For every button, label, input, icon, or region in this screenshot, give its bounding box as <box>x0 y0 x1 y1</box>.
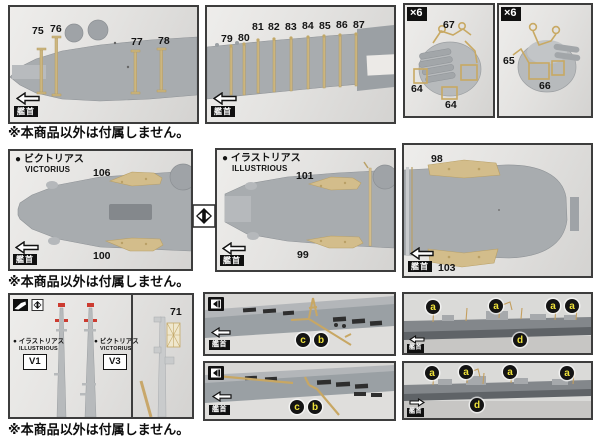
gun-photo <box>512 22 581 93</box>
bow-arrow-right-icon <box>409 398 425 407</box>
letter-circle-a: a <box>546 299 560 313</box>
part-label: 103 <box>438 262 456 274</box>
ship-name-en: ILLUSTRIOUS <box>19 346 58 352</box>
letter-circle-d: d <box>513 333 527 347</box>
panel-crane-lower: c b 艦首 <box>203 361 396 421</box>
sub-panel-divider <box>131 295 133 417</box>
ship-name-jp: ● イラストリアス <box>222 153 301 164</box>
stern-deck-photo <box>404 159 579 268</box>
ship-name-en: ILLUSTRIOUS <box>232 164 288 173</box>
part-label: 65 <box>503 55 515 67</box>
bow-arrow-left-icon <box>212 391 232 402</box>
bow-arrow-left-icon <box>410 247 434 260</box>
not-included-note: ※本商品以外は付属しません。 <box>8 125 190 140</box>
letter-circle-a: a <box>489 299 503 313</box>
part-label: 79 <box>221 33 233 45</box>
bow-arrow-left-icon <box>211 327 231 338</box>
bow-badge: 艦首 <box>13 254 37 266</box>
bow-arrow-left-icon <box>222 242 246 255</box>
not-included-note: ※本商品以外は付属しません。 <box>8 274 190 289</box>
bow-badge: 艦首 <box>407 408 425 417</box>
letter-circle-d: d <box>470 398 484 412</box>
part-label: 83 <box>285 21 297 33</box>
letter-circle-c: c <box>296 333 310 347</box>
bow-arrow-left-icon <box>409 335 425 344</box>
letter-circle-c: c <box>290 400 304 414</box>
bow-badge: 艦首 <box>220 255 244 267</box>
part-label: 75 <box>32 25 44 37</box>
part-label: 101 <box>296 170 314 182</box>
part-label: 64 <box>445 99 457 111</box>
part-label: 76 <box>50 23 62 35</box>
ship-name-jp: ● イラストリアス <box>13 338 65 345</box>
letter-circle-a: a <box>560 366 574 380</box>
ship-name-jp: ● ビクトリアス <box>15 154 84 165</box>
mirror-side-icon <box>208 297 224 311</box>
part-label: 85 <box>319 20 331 32</box>
part-label: 106 <box>93 167 111 179</box>
part-label: 99 <box>297 249 309 261</box>
part-label: 81 <box>252 21 264 33</box>
middeck-photo <box>207 25 394 100</box>
panel-illustrious-deck: ● イラストリアス ILLUSTRIOUS 101 99 艦首 <box>215 148 396 272</box>
bow-badge: 艦首 <box>14 106 38 118</box>
part-label: 84 <box>302 20 314 32</box>
bow-arrow-left-icon <box>15 241 39 254</box>
part-box: V3 <box>103 354 127 370</box>
panel-stern-deck: 98 艦首 103 <box>402 143 593 278</box>
bow-badge: 艦首 <box>408 261 432 273</box>
letter-circle-b: b <box>314 333 328 347</box>
panel-gun-rear: ×6 65 66 <box>497 3 593 118</box>
panel-victorious-deck: ● ビクトリアス VICTORIUS 106 100 艦首 <box>8 149 193 271</box>
panel-middeck: 79 80 81 82 83 84 85 86 87 艦首 <box>205 5 396 124</box>
foredeck-photo <box>10 19 197 102</box>
letter-circle-a: a <box>459 365 473 379</box>
ship-name-en: VICTORIUS <box>25 165 71 174</box>
letter-circle-a: a <box>565 299 579 313</box>
part-label: 82 <box>268 21 280 33</box>
bow-badge: 艦首 <box>209 340 230 351</box>
letter-circle-a: a <box>503 365 517 379</box>
bow-arrow-left-icon <box>213 92 237 105</box>
victorious-deck-photo <box>17 163 191 252</box>
part-label: 80 <box>238 32 250 44</box>
mirror-side-icon <box>208 366 224 380</box>
bow-badge: 艦首 <box>211 106 235 118</box>
ship-name-en: VICTORIUS <box>100 346 132 352</box>
panel-gun-front: ×6 67 64 64 <box>403 3 495 118</box>
panel-crane-upper: c b 艦首 <box>203 292 396 356</box>
hull-profile-photo <box>404 363 591 418</box>
part-label: 86 <box>336 19 348 31</box>
gun-photo <box>413 21 482 100</box>
not-included-note: ※本商品以外は付属しません。 <box>8 422 190 437</box>
bow-badge: 艦首 <box>209 405 230 416</box>
letter-circle-a: a <box>425 366 439 380</box>
part-label: 100 <box>93 250 111 262</box>
panel-masts: ● イラストリアス ILLUSTRIOUS V1 ● ビクトリアス VICTOR… <box>8 293 194 419</box>
cutter-icon <box>13 299 28 311</box>
quantity-badge: ×6 <box>407 7 427 21</box>
part-label: 66 <box>539 80 551 92</box>
choice-either-icon <box>192 204 216 228</box>
part-label: 78 <box>158 35 170 47</box>
quantity-badge: ×6 <box>501 7 521 21</box>
part-box: V1 <box>23 354 47 370</box>
bow-badge: 艦首 <box>407 344 425 353</box>
bow-arrow-left-icon <box>16 92 40 105</box>
choice-either-icon <box>31 299 44 311</box>
part-label: 67 <box>443 19 455 31</box>
letter-circle-b: b <box>308 400 322 414</box>
illustrious-deck-photo <box>224 161 394 249</box>
panel-hull-upper: a a a a d 艦首 <box>402 292 593 355</box>
part-label: 87 <box>353 19 365 31</box>
part-label: 77 <box>131 36 143 48</box>
part-label: 71 <box>170 306 182 318</box>
masts-photo <box>54 303 181 417</box>
part-label: 98 <box>431 153 443 165</box>
panel-foredeck: 75 76 77 78 艦首 <box>8 5 199 124</box>
panel-hull-lower: a a a a d 艦首 <box>402 361 593 420</box>
letter-circle-a: a <box>426 300 440 314</box>
ship-name-jp: ● ビクトリアス <box>94 338 139 345</box>
part-label: 64 <box>411 83 423 95</box>
